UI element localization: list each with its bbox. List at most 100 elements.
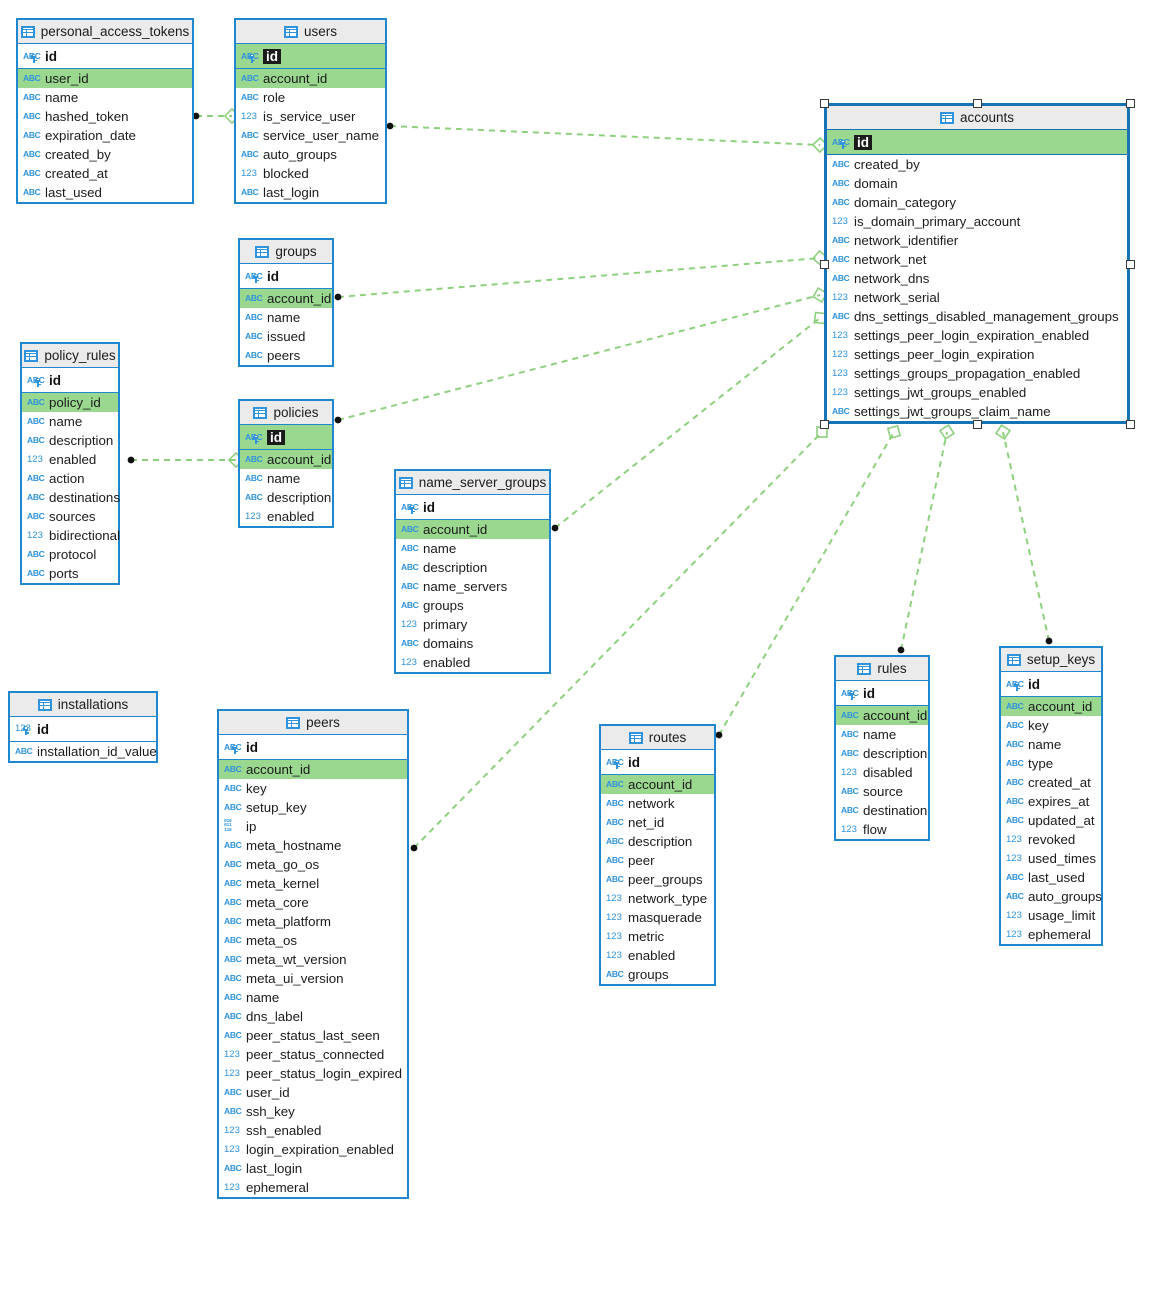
relationship-groups-accounts[interactable] (334, 249, 829, 301)
relationship-pat-users[interactable] (192, 107, 241, 125)
relationship-rules-accounts[interactable] (897, 423, 956, 654)
selection-handle[interactable] (820, 420, 829, 429)
primary-key-row[interactable]: ABCid (396, 495, 549, 520)
entity-header[interactable]: users (236, 20, 385, 44)
entity-header[interactable]: name_server_groups (396, 471, 549, 495)
entity-table-accounts[interactable]: accountsABCidABCcreated_byABCdomainABCdo… (824, 103, 1130, 424)
entity-header[interactable]: personal_access_tokens (18, 20, 192, 44)
primary-key-row[interactable]: ABCid (836, 681, 928, 706)
selection-handle[interactable] (973, 99, 982, 108)
entity-table-policy_rules[interactable]: policy_rulesABCidABCpolicy_idABCnameABCd… (20, 342, 120, 585)
relationship-users-accounts[interactable] (386, 122, 829, 154)
selection-handle[interactable] (1126, 259, 1135, 269)
relationship-policy_rules-policies[interactable] (127, 451, 245, 469)
entity-table-users[interactable]: usersABCidABCaccount_idABCrole123is_serv… (234, 18, 387, 204)
selection-handle[interactable] (973, 420, 982, 429)
primary-key-row[interactable]: ABCid (240, 425, 332, 450)
primary-key-row[interactable]: ABCid (22, 368, 118, 393)
selection-handle[interactable] (1126, 420, 1135, 429)
relationship-setup_keys-accounts[interactable] (994, 423, 1053, 645)
entity-table-name_server_groups[interactable]: name_server_groupsABCidABCaccount_idABCn… (394, 469, 551, 674)
entity-header[interactable]: installations (10, 693, 156, 717)
relationship-policies-accounts[interactable] (334, 287, 828, 424)
primary-key-row[interactable]: ABCid (18, 44, 192, 69)
entity-header[interactable]: setup_keys (1001, 648, 1101, 672)
relationship-nsg-accounts[interactable] (551, 311, 827, 532)
entity-header[interactable]: groups (240, 240, 332, 264)
entity-table-rules[interactable]: rulesABCidABCaccount_idABCnameABCdescrip… (834, 655, 930, 841)
primary-key-row[interactable]: ABCid (1001, 672, 1101, 697)
